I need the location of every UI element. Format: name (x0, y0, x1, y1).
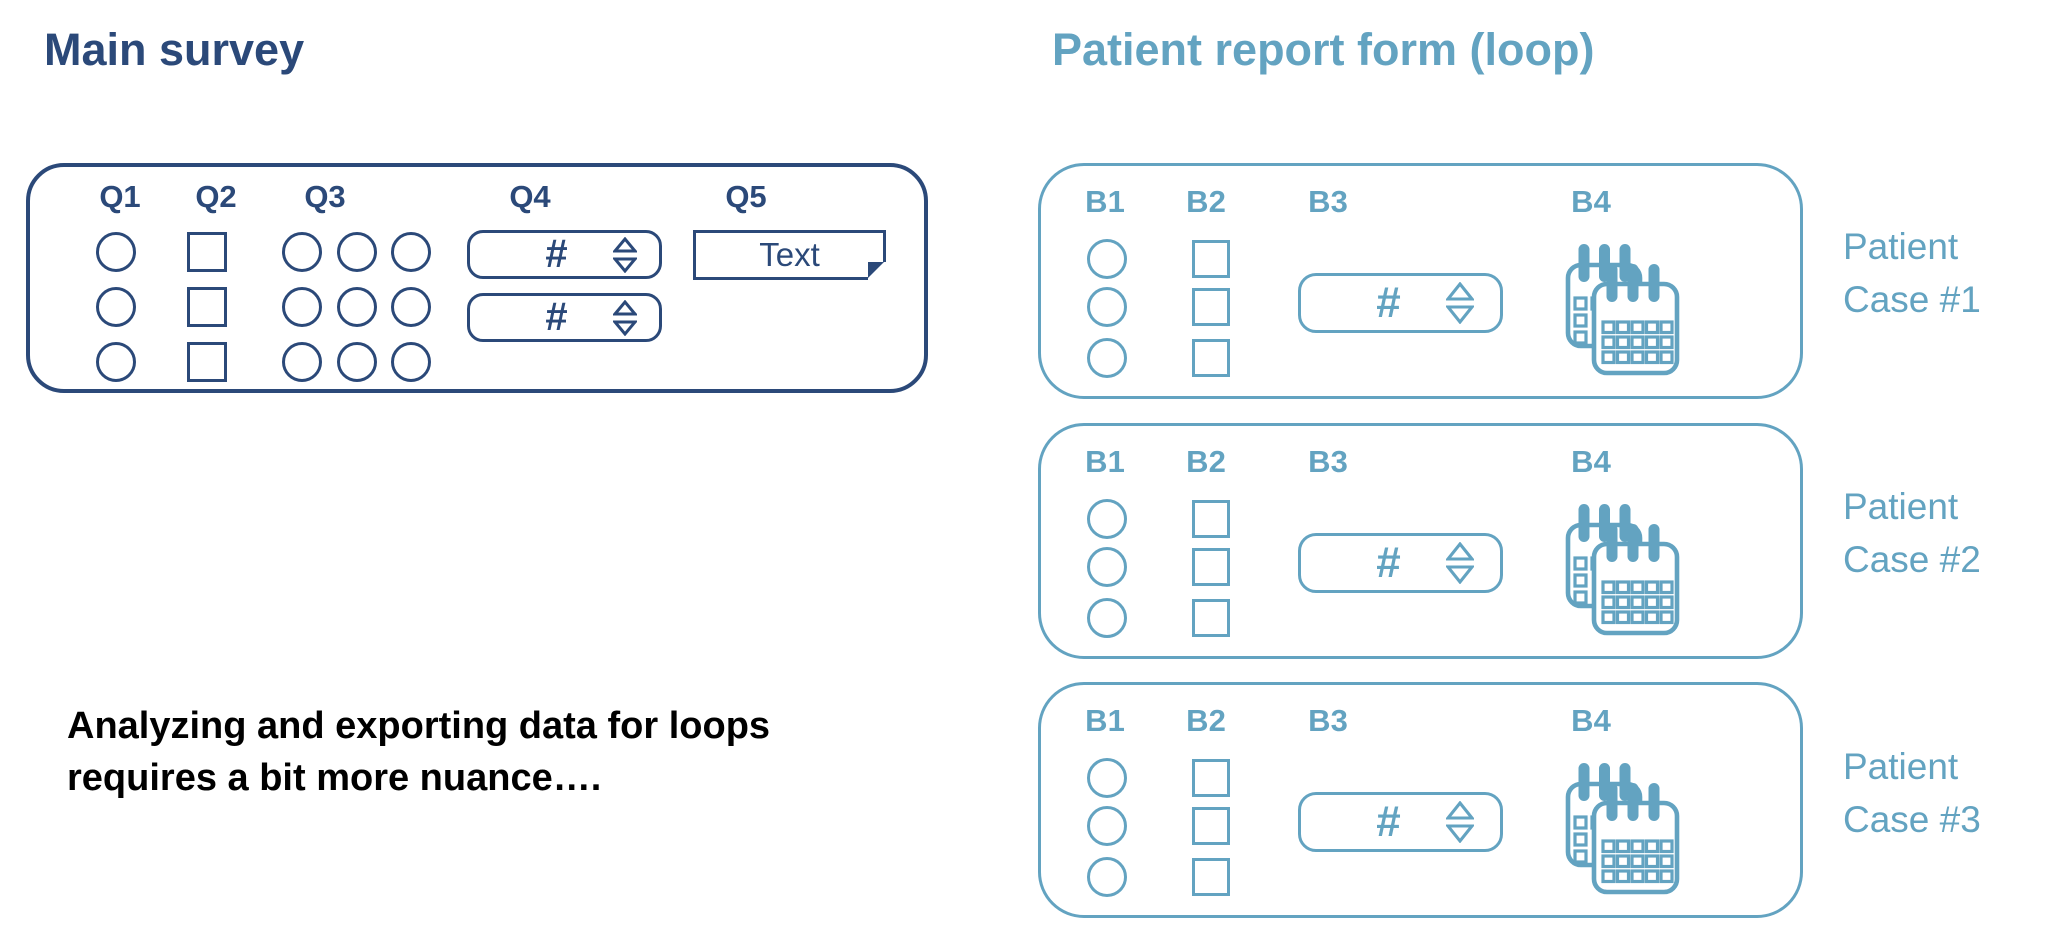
radio-option-icon (337, 232, 377, 272)
q2-header: Q2 (195, 179, 237, 214)
radio-option-icon (1087, 338, 1127, 378)
text-placeholder: Text (759, 236, 820, 273)
checkbox-icon (1192, 858, 1230, 896)
case-label-line2: Case #3 (1843, 799, 1981, 840)
patient-case-box-3: B1 B2 B3 B4 # (1038, 682, 1803, 918)
radio-option-icon (96, 232, 136, 272)
radio-option-icon (337, 287, 377, 327)
radio-option-icon (1087, 857, 1127, 897)
radio-option-icon (282, 232, 322, 272)
b3-header: B3 (1308, 444, 1348, 479)
number-placeholder: # (1376, 538, 1401, 587)
number-placeholder: # (545, 232, 568, 276)
checkbox-icon (1192, 759, 1230, 797)
b3-header: B3 (1308, 703, 1348, 738)
radio-option-icon (1087, 499, 1127, 539)
b3-number-input: # (1298, 792, 1503, 852)
checkbox-icon (187, 342, 227, 382)
q1-header: Q1 (99, 179, 141, 214)
case-label-line2: Case #2 (1843, 539, 1981, 580)
checkbox-icon (187, 287, 227, 327)
calendar-icon (1565, 498, 1681, 639)
loops-note: Analyzing and exporting data for loops r… (67, 700, 770, 804)
case-label-line1: Patient (1843, 226, 1959, 267)
radio-option-icon (1087, 806, 1127, 846)
q5-header: Q5 (725, 179, 767, 214)
case-label-line1: Patient (1843, 486, 1959, 527)
number-spinner-icon (613, 299, 637, 336)
number-spinner-icon (1446, 801, 1474, 843)
patient-case-3-label: Patient Case #3 (1843, 740, 1981, 846)
q4-number-input: # (467, 230, 662, 279)
patient-case-box-1: B1 B2 B3 B4 # (1038, 163, 1803, 399)
b3-number-input: # (1298, 273, 1503, 333)
b3-header: B3 (1308, 184, 1348, 219)
radio-option-icon (1087, 758, 1127, 798)
radio-option-icon (96, 287, 136, 327)
patient-case-1-label: Patient Case #1 (1843, 220, 1981, 326)
radio-option-icon (282, 342, 322, 382)
case-label-line2: Case #1 (1843, 279, 1981, 320)
checkbox-icon (1192, 339, 1230, 377)
radio-option-icon (1087, 547, 1127, 587)
checkbox-icon (1192, 500, 1230, 538)
b1-header: B1 (1085, 184, 1125, 219)
number-spinner-icon (1446, 282, 1474, 324)
b1-header: B1 (1085, 703, 1125, 738)
radio-option-icon (391, 287, 431, 327)
main-survey-box: Q1 Q2 Q3 Q4 Q5 # # (26, 163, 928, 393)
case-label-line1: Patient (1843, 746, 1959, 787)
radio-option-icon (1087, 287, 1127, 327)
patient-case-box-2: B1 B2 B3 B4 # (1038, 423, 1803, 659)
main-survey-title: Main survey (44, 24, 305, 75)
calendar-icon (1565, 757, 1681, 898)
radio-option-icon (337, 342, 377, 382)
radio-option-icon (391, 232, 431, 272)
b4-header: B4 (1571, 444, 1611, 479)
b2-header: B2 (1186, 703, 1226, 738)
b4-header: B4 (1571, 184, 1611, 219)
number-spinner-icon (1446, 542, 1474, 584)
b2-header: B2 (1186, 184, 1226, 219)
b3-number-input: # (1298, 533, 1503, 593)
radio-option-icon (1087, 598, 1127, 638)
q4-number-input: # (467, 293, 662, 342)
radio-option-icon (1087, 239, 1127, 279)
b2-header: B2 (1186, 444, 1226, 479)
patient-case-2-label: Patient Case #2 (1843, 480, 1981, 586)
b4-header: B4 (1571, 703, 1611, 738)
checkbox-icon (1192, 807, 1230, 845)
q5-text-input: Text (693, 230, 887, 281)
checkbox-icon (187, 232, 227, 272)
radio-option-icon (391, 342, 431, 382)
radio-option-icon (96, 342, 136, 382)
b1-header: B1 (1085, 444, 1125, 479)
checkbox-icon (1192, 599, 1230, 637)
number-placeholder: # (1376, 278, 1401, 327)
checkbox-icon (1192, 240, 1230, 278)
number-spinner-icon (613, 236, 637, 273)
q3-header: Q3 (304, 179, 346, 214)
number-placeholder: # (1376, 797, 1401, 846)
q4-header: Q4 (509, 179, 551, 214)
checkbox-icon (1192, 548, 1230, 586)
note-line2: requires a bit more nuance…. (67, 757, 602, 799)
checkbox-icon (1192, 288, 1230, 326)
number-placeholder: # (545, 295, 568, 339)
calendar-icon (1565, 238, 1681, 379)
note-line1: Analyzing and exporting data for loops (67, 705, 771, 747)
patient-form-title: Patient report form (loop) (1052, 24, 1595, 75)
radio-option-icon (282, 287, 322, 327)
